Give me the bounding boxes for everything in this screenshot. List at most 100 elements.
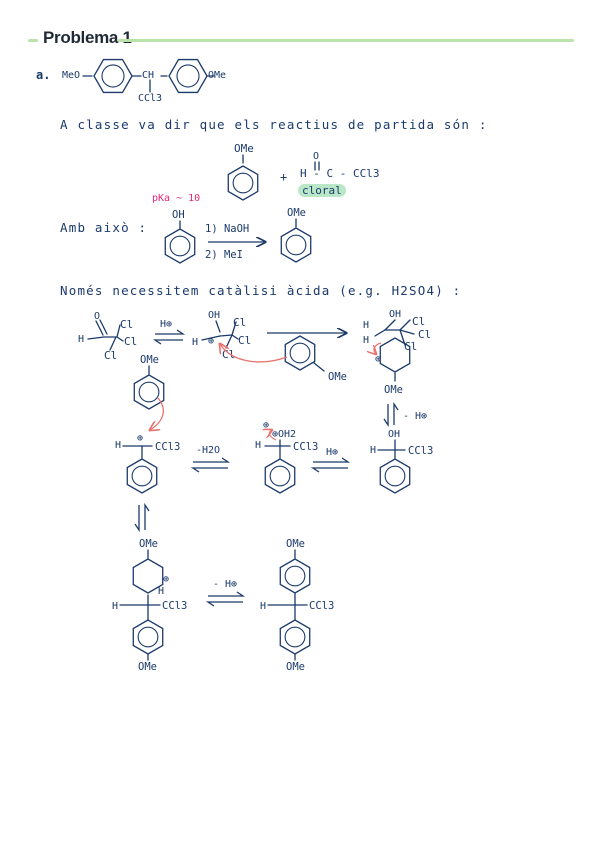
cl-e: Cl	[238, 334, 251, 347]
cl-h: Cl	[418, 328, 431, 341]
step-naoh: 1) NaOH	[205, 223, 250, 235]
benzylic-charge: ⊕	[137, 433, 143, 444]
target-ring-right	[168, 58, 208, 94]
loss-water: -H2O	[196, 445, 220, 456]
anisole-product-ring	[280, 227, 312, 263]
bond	[219, 334, 233, 337]
acid-catalysis-line: Només necessitem catàlisi àcida (e.g. H2…	[60, 283, 462, 298]
alcohol-oh: OH	[388, 429, 400, 440]
cation-h: H	[115, 440, 121, 451]
bond	[313, 362, 325, 372]
equilibrium-final-fwd	[208, 591, 246, 597]
target-meo-left: MeO	[62, 70, 81, 81]
electron-arrow-rearomatize	[374, 342, 382, 354]
cation-ring-aromatic	[131, 465, 153, 487]
sigma-ome: OMe	[384, 384, 403, 396]
sigma2-ome: OMe	[139, 538, 158, 550]
anisole-ring	[227, 165, 259, 201]
target-ch: CH	[142, 70, 155, 81]
product-bottom-ome: OMe	[286, 661, 305, 673]
sigma-h1: H	[363, 320, 369, 331]
cation-ring	[126, 458, 158, 494]
attacking-anisole-ring-aromatic	[289, 342, 311, 364]
bond	[399, 319, 411, 331]
alcohol-h: H	[370, 445, 376, 456]
equilibrium-protonation-fwd	[155, 329, 186, 335]
cl-g: Cl	[412, 315, 425, 328]
product-ome: OMe	[287, 207, 306, 219]
electron-arrow-second-attack	[150, 397, 164, 430]
oxonium-ring-aromatic	[269, 465, 291, 487]
header-rule-left	[28, 39, 38, 42]
anisole-product-ring-aromatic	[285, 234, 307, 256]
sigma2-ring-bottom-aromatic	[137, 626, 159, 648]
reagent-plus: +	[280, 170, 288, 184]
target-ome-right: OMe	[208, 70, 227, 81]
bond	[215, 320, 221, 333]
electron-arrow-water-leave	[269, 430, 277, 441]
oxonium-charge: ⊕	[263, 420, 269, 431]
chloral-formula: H - C - CCl3	[300, 167, 380, 180]
sigma-charge: ⊕	[375, 354, 381, 365]
product-ccl3: CCl3	[309, 600, 334, 612]
cl-d: Cl	[233, 316, 246, 329]
sigma2-left-h: H	[112, 601, 118, 612]
sigma2-h: H	[158, 586, 164, 597]
attacking-anisole-ring	[284, 335, 316, 371]
equilibrium-protonation-rev	[152, 339, 183, 345]
equilibrium-dehydration-fwd	[193, 457, 231, 463]
oxocarbenium-h: H	[192, 337, 198, 348]
anisole2-ome: OMe	[140, 354, 159, 366]
bond	[399, 329, 415, 335]
intro-line: A classe va dir que els reactius de part…	[60, 117, 488, 132]
alcohol-ring	[379, 458, 411, 494]
product-top-ome: OMe	[286, 538, 305, 550]
pka-note: pKa ~ 10	[152, 193, 201, 204]
step-mei: 2) MeI	[205, 249, 243, 261]
anisole2-ring	[133, 374, 165, 410]
sigma-oh: OH	[389, 309, 401, 320]
bond	[116, 336, 124, 342]
chloral-name: cloral	[298, 184, 346, 197]
sigma2-bottom-ome: OMe	[138, 661, 157, 673]
section-title: Problema 1	[43, 28, 132, 47]
cl-c: Cl	[104, 349, 117, 362]
bond	[201, 335, 221, 341]
phenol-ring	[164, 228, 196, 264]
cl-a: Cl	[120, 318, 133, 331]
target-ring-left	[93, 58, 133, 94]
chloral-oxygen: O	[313, 151, 319, 162]
alcohol-ccl3: CCl3	[408, 445, 433, 457]
equilibrium-protonation-2-rev	[310, 467, 348, 473]
oxonium-ccl3: CCl3	[293, 441, 318, 453]
product-h: H	[260, 601, 266, 612]
bond	[231, 321, 237, 336]
bond	[95, 320, 104, 336]
phenol-ring-aromatic	[169, 235, 191, 257]
bond	[231, 334, 239, 340]
sigma-complex-ring	[379, 337, 411, 373]
target-ring-right-aromatic	[176, 64, 200, 88]
anisole2-ring-aromatic	[138, 381, 160, 403]
bond	[87, 336, 105, 340]
alcohol-ring-aromatic	[384, 465, 406, 487]
h-plus-2: H⊕	[326, 447, 338, 458]
oxonium-oh2: ⊕OH2	[272, 429, 296, 440]
equilibrium-dehydration-rev	[190, 467, 228, 473]
h-plus-cat: H⊕	[160, 319, 172, 330]
cl-i: Cl	[404, 340, 417, 353]
anisole-ring-aromatic	[232, 172, 254, 194]
chloral-o: O	[94, 311, 100, 322]
sigma2-ccl3: CCl3	[162, 600, 187, 612]
oxonium-h: H	[255, 440, 261, 451]
product-ring-bottom-aromatic	[284, 626, 306, 648]
target-ring-left-aromatic	[101, 64, 125, 88]
sigma2-ring-top	[132, 558, 164, 594]
chloral-name-wrap: cloral	[298, 184, 346, 197]
bond	[225, 334, 233, 349]
sigma2-charge: ⊕	[163, 574, 169, 585]
equilibrium-vertical-left-down	[134, 505, 140, 533]
deprotonation-label: - H⊕	[403, 411, 427, 422]
sigma-h2: H	[363, 335, 369, 346]
bond	[399, 329, 406, 346]
